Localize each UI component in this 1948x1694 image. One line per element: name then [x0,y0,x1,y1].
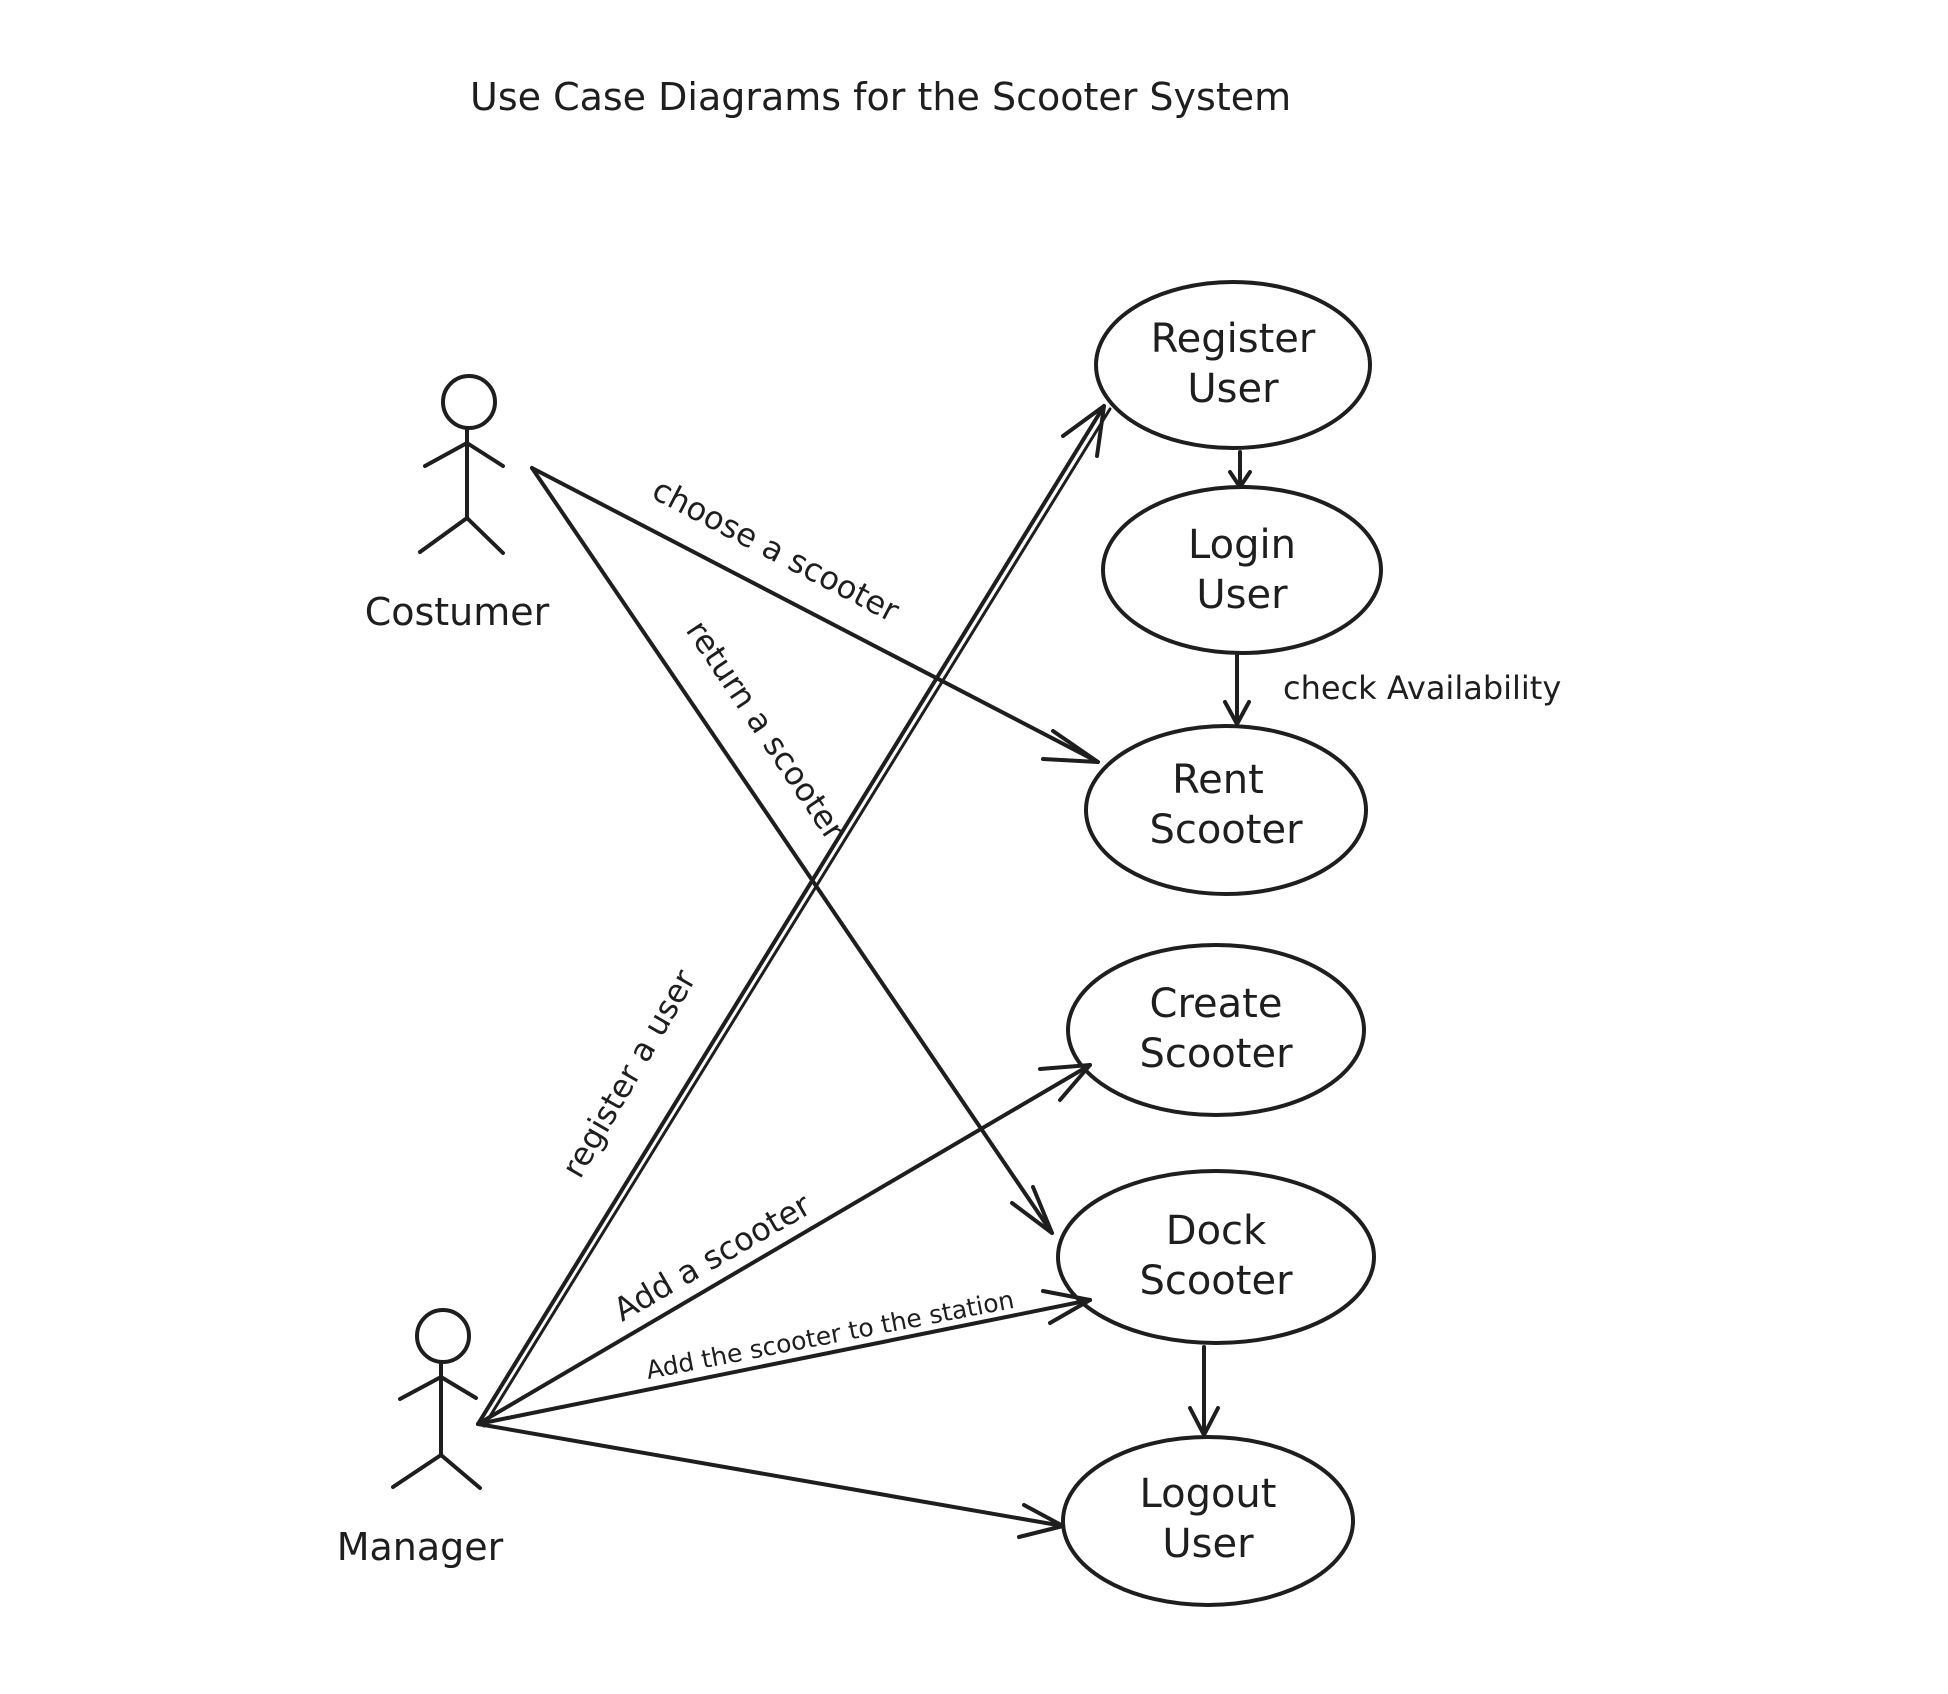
use-case-label-line1: Register [1151,316,1316,362]
use-case-label-line1: Login [1188,522,1296,568]
arrowhead-icon [1061,404,1106,458]
actor-manager[interactable]: Manager [337,1308,504,1569]
use-case-label-line2: User [1162,1521,1254,1567]
edge-manager-logout[interactable] [476,1422,1065,1539]
use-case-dock-scooter[interactable]: Dock Scooter [1056,1169,1376,1345]
use-case-label-line1: Dock [1166,1208,1267,1254]
actor-label: Manager [337,1525,504,1569]
arrowhead-icon [1041,1289,1092,1325]
diagram-title: Use Case Diagrams for the Scooter System [470,75,1291,119]
use-case-login-user[interactable]: Login User [1101,485,1383,655]
edge-label-add-a-scooter: Add a scooter [607,1185,818,1329]
edge-label-choose-a-scooter: choose a scooter [646,470,906,630]
edge-manager-register[interactable] [476,404,1112,1428]
use-case-label-line1: Logout [1140,1471,1277,1517]
arrowhead-icon [1017,1503,1065,1539]
edge-dock-logout[interactable] [1188,1345,1220,1437]
edge-costumer-dock[interactable] [530,466,1054,1235]
use-case-label-line1: Create [1150,981,1283,1027]
use-case-register-user[interactable]: Register User [1094,280,1372,450]
use-case-label-line1: Rent [1172,757,1264,803]
arrowhead-icon [1223,700,1251,726]
actor-label: Costumer [365,590,550,634]
edge-label-register-a-user: register a user [554,962,704,1184]
arrowhead-icon [1041,729,1100,764]
arrowhead-icon [1038,1063,1092,1102]
use-case-logout-user[interactable]: Logout User [1061,1435,1355,1607]
actor-costumer[interactable]: Costumer [365,374,550,634]
use-case-label-line2: User [1196,572,1288,618]
arrowhead-icon [1010,1185,1054,1235]
use-case-label-line2: User [1187,366,1279,412]
edge-login-rent[interactable] [1223,653,1251,726]
edge-manager-create[interactable] [476,1063,1092,1426]
edge-costumer-rent[interactable] [530,466,1100,764]
use-case-create-scooter[interactable]: Create Scooter [1066,943,1366,1117]
arrowhead-icon [1228,470,1252,489]
use-case-rent-scooter[interactable]: Rent Scooter [1084,724,1368,896]
edge-register-login[interactable] [1228,450,1252,489]
edge-manager-dock[interactable] [476,1289,1092,1426]
edge-label-add-scooter-to-station: Add the scooter to the station [644,1285,1017,1385]
use-case-label-line2: Scooter [1139,1031,1293,1077]
use-case-label-line2: Scooter [1139,1258,1293,1304]
stick-figure-icon [391,1308,482,1490]
edge-label-check-availability: check Availability [1283,669,1561,707]
arrowhead-icon [1188,1406,1220,1437]
stick-figure-icon [418,374,505,555]
use-case-label-line2: Scooter [1149,807,1303,853]
